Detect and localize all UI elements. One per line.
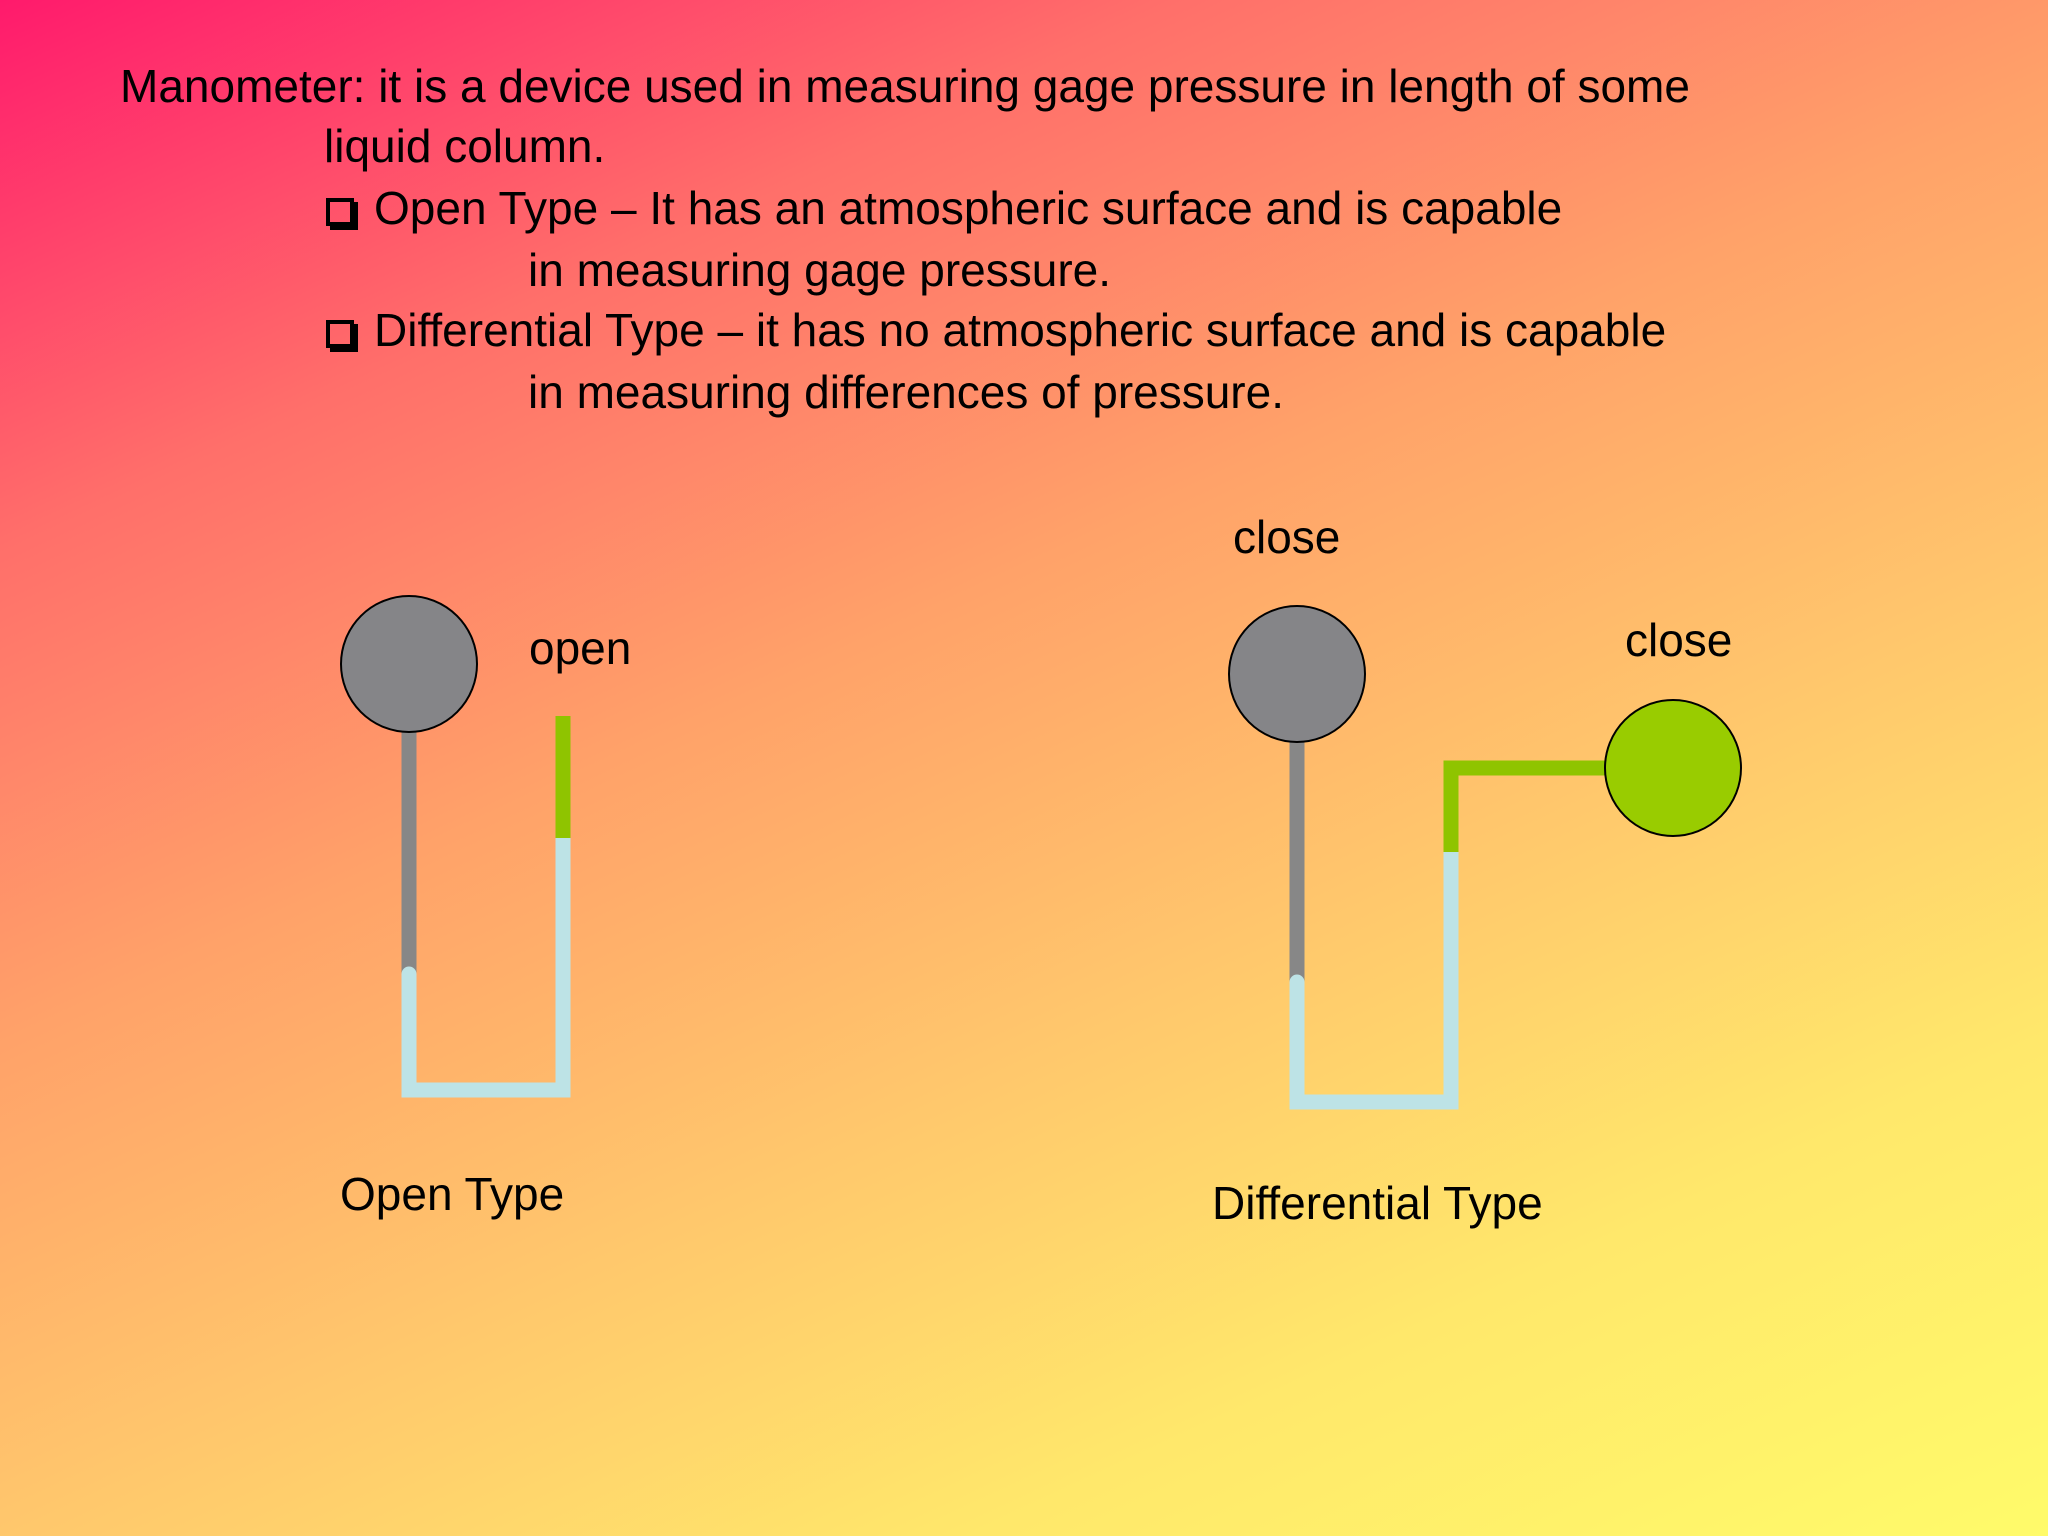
- bullet-open-type-line-1: Open Type – It has an atmospheric surfac…: [374, 182, 1563, 234]
- definition-line-1: Manometer: it is a device used in measur…: [120, 60, 1690, 112]
- diff-left-bulb: [1228, 605, 1366, 743]
- checkbox-square-icon: [326, 198, 354, 226]
- open-type-caption: Open Type: [340, 1168, 564, 1220]
- diff-right-bulb-label: close: [1625, 614, 1732, 666]
- diff-right-leg-green: [1443, 760, 1610, 852]
- differential-type-manometer: close close Differential Type: [1212, 511, 1742, 1229]
- open-u-tube-light-blue: [401, 830, 571, 1098]
- bullet-differential-type: Differential Type – it has no atmospheri…: [326, 302, 1666, 358]
- differential-type-caption: Differential Type: [1212, 1177, 1543, 1229]
- open-type-bulb: [340, 595, 478, 733]
- bullet-differential-type-line-2: in measuring differences of pressure.: [528, 366, 1284, 418]
- diff-right-bulb: [1604, 699, 1742, 837]
- definition-line-2: liquid column.: [324, 120, 606, 172]
- bullet-open-type: Open Type – It has an atmospheric surfac…: [326, 180, 1562, 236]
- open-type-manometer: open Open Type: [340, 595, 631, 1220]
- diff-left-bulb-label: close: [1233, 511, 1340, 563]
- diff-u-tube-light-blue: [1289, 844, 1459, 1110]
- open-end-label: open: [529, 622, 631, 674]
- bullet-differential-type-line-1: Differential Type – it has no atmospheri…: [374, 304, 1667, 356]
- checkbox-square-icon: [326, 320, 354, 348]
- bullet-open-type-line-2: in measuring gage pressure.: [528, 244, 1111, 296]
